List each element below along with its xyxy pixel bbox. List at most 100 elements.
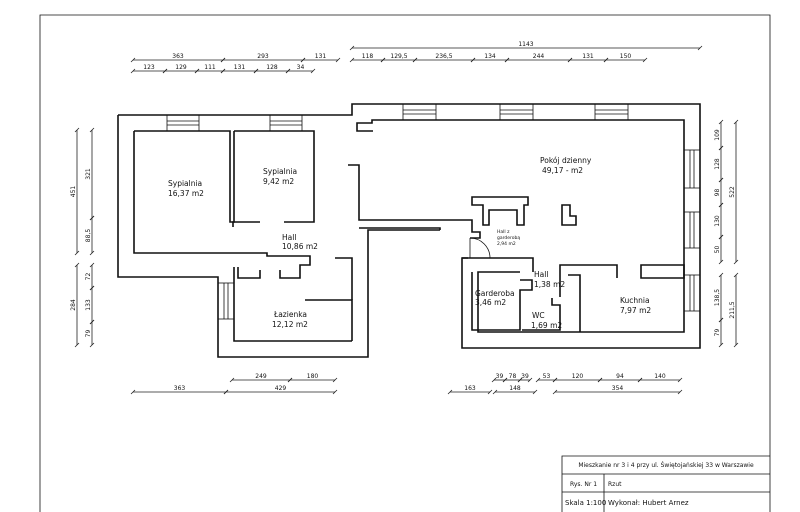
dimension-line — [74, 342, 80, 348]
dimension-label: 354 — [612, 385, 624, 392]
title-block-scale: Skala 1:100 — [565, 499, 606, 507]
dimension-label: 138,5 — [714, 289, 721, 306]
dimension-line — [637, 377, 643, 383]
dimension-label: 236,5 — [435, 53, 452, 60]
door-swing — [469, 237, 491, 259]
dimension-line — [89, 215, 95, 221]
dimension-label: 120 — [572, 373, 584, 380]
dimension-line — [310, 68, 316, 74]
dimension-line — [470, 57, 476, 63]
dimension-line — [74, 262, 80, 268]
dimension-line — [89, 250, 95, 256]
dimension-line — [718, 145, 724, 151]
title-block-drawing-name: Rzut — [608, 481, 622, 488]
dimension-label: 109 — [714, 129, 721, 141]
dimension-line — [412, 57, 418, 63]
dimension-label: 363 — [172, 53, 184, 60]
dimension-line — [642, 57, 648, 63]
dimension-line — [733, 259, 739, 265]
room-hall-2-name: Hall — [534, 270, 548, 279]
room-labels: Sypialnia 16,37 m2 Sypialnia 9,42 m2 Hal… — [168, 156, 651, 330]
dimension-line — [332, 377, 338, 383]
dimension-label: 123 — [143, 64, 155, 71]
dimension-label: 451 — [70, 186, 77, 198]
windows — [166, 103, 701, 320]
dimension-line — [162, 68, 168, 74]
title-block-title: Mieszkanie nr 3 i 4 przy ul. Świętojańsk… — [578, 462, 754, 469]
dimension-line — [89, 127, 95, 133]
dimension-line — [718, 342, 724, 348]
dimension-line — [718, 259, 724, 265]
dimension-label: 118 — [362, 53, 374, 60]
sheet-frame — [39, 14, 771, 512]
dimension-label: 88,5 — [85, 229, 92, 243]
room-hall-1-name: Hall — [282, 233, 296, 242]
dimension-line — [718, 177, 724, 183]
dimension-line — [300, 57, 306, 63]
dimension-line — [552, 377, 558, 383]
dimension-line — [349, 57, 355, 63]
dimension-line — [492, 389, 498, 395]
dimension-line — [733, 272, 739, 278]
dimension-label: 128 — [714, 158, 721, 170]
dimension-line — [229, 377, 235, 383]
dimension-line — [223, 389, 229, 395]
dimension-label: 131 — [234, 64, 246, 71]
dimension-line — [253, 68, 259, 74]
room-garderoba-area: 3,46 m2 — [475, 298, 506, 307]
dimension-line — [380, 57, 386, 63]
dimension-line — [89, 319, 95, 325]
dimension-line — [130, 389, 136, 395]
dimension-line — [447, 389, 453, 395]
dimension-line — [532, 389, 538, 395]
dimension-label: 131 — [315, 53, 327, 60]
dimension-label: 78 — [509, 373, 517, 380]
interior-walls — [134, 130, 685, 342]
dimension-line — [504, 57, 510, 63]
dimension-label: 284 — [70, 299, 77, 311]
dimension-line — [718, 202, 724, 208]
dimension-label: 1143 — [518, 41, 533, 48]
room-hall-2-area: 1,38 m2 — [534, 280, 565, 289]
dimension-line — [287, 377, 293, 383]
room-hall-1-area: 10,86 m2 — [282, 242, 318, 251]
room-hall-garderoba-name-1: Hall z — [497, 229, 510, 235]
dimension-label: 130 — [714, 215, 721, 227]
dimension-line — [733, 119, 739, 125]
dimension-label: 148 — [509, 385, 521, 392]
dimension-line — [220, 57, 226, 63]
dimension-line — [597, 377, 603, 383]
dimension-label: 79 — [714, 329, 721, 337]
dimension-line — [552, 389, 558, 395]
dimension-line — [718, 234, 724, 240]
dimension-label: 53 — [543, 373, 551, 380]
dimension-line — [535, 377, 541, 383]
dimension-line — [677, 377, 683, 383]
room-sypialnia-2-area: 9,42 m2 — [263, 177, 294, 186]
title-block: Mieszkanie nr 3 i 4 przy ul. Świętojańsk… — [561, 455, 770, 512]
dimension-label: 131 — [582, 53, 594, 60]
room-sypialnia-2-name: Sypialnia — [263, 167, 297, 176]
dimension-line — [285, 68, 291, 74]
dimension-label: 39 — [521, 373, 529, 380]
dimension-line — [89, 262, 95, 268]
dimension-label: 321 — [85, 168, 92, 180]
dimension-label: 50 — [714, 246, 721, 254]
dimension-line — [603, 57, 609, 63]
dimension-label: 150 — [620, 53, 632, 60]
title-block-drawing-no: Rys. Nr 1 — [570, 481, 597, 488]
room-wc-area: 1,69 m2 — [531, 321, 562, 330]
dimension-label: 94 — [616, 373, 624, 380]
dimension-line — [677, 389, 683, 395]
dimension-line — [718, 119, 724, 125]
dimension-line — [517, 377, 523, 383]
dimension-line — [718, 317, 724, 323]
dimension-label: 133 — [85, 299, 92, 311]
dimension-label: 34 — [297, 64, 305, 71]
dimension-label: 111 — [204, 64, 216, 71]
dimension-label: 180 — [307, 373, 319, 380]
dimension-line — [487, 389, 493, 395]
dimension-line — [733, 342, 739, 348]
dimension-label: 140 — [654, 373, 666, 380]
